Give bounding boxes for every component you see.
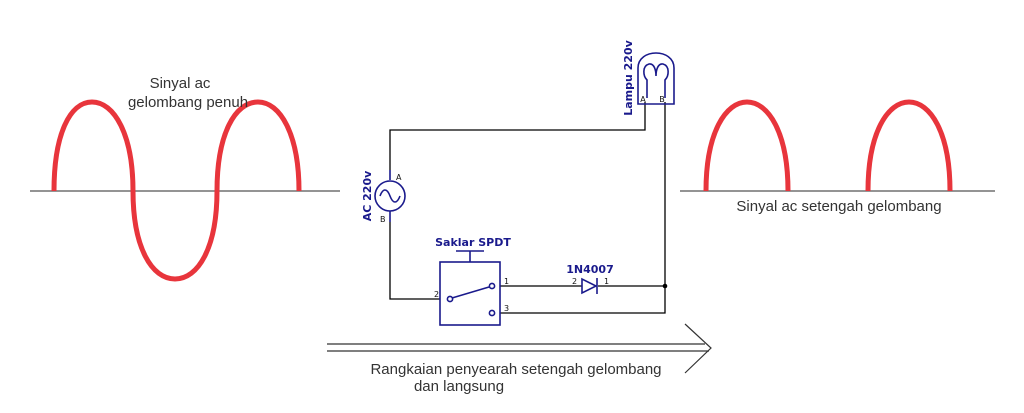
source-label: AC 220v bbox=[361, 170, 374, 221]
caption-line1: Rangkaian penyearah setengah gelombang bbox=[370, 361, 661, 378]
diode-pin-2: 2 bbox=[572, 277, 577, 286]
switch-pin-2: 2 bbox=[434, 290, 439, 299]
lamp-bulb-outline bbox=[637, 52, 675, 105]
switch-common-contact bbox=[446, 295, 454, 303]
half-wave-curve-1 bbox=[703, 99, 791, 192]
wire-lamp-b-to-switch-3 bbox=[500, 102, 666, 314]
wire-source-to-switch-2 bbox=[389, 222, 440, 300]
source-pin-b: B bbox=[380, 215, 386, 224]
full-wave-label-line2: gelombang penuh bbox=[128, 94, 248, 111]
switch-contact-1 bbox=[488, 282, 496, 290]
junction-dot bbox=[662, 283, 668, 289]
arrow-head bbox=[684, 323, 712, 374]
sine-icon bbox=[379, 189, 401, 203]
lamp-filament bbox=[643, 63, 669, 98]
ac-source: A B AC 220v bbox=[361, 170, 406, 224]
spdt-switch: 2 1 3 Saklar SPDT bbox=[434, 236, 511, 326]
full-wave-signal: Sinyal ac gelombang penuh bbox=[30, 75, 340, 282]
caption-line2: dan langsung bbox=[414, 378, 504, 395]
half-wave-signal: Sinyal ac setengah gelombang bbox=[680, 99, 995, 215]
circuit-wires bbox=[389, 102, 668, 314]
switch-pin-3: 3 bbox=[504, 304, 509, 313]
lamp-label: Lampu 220v bbox=[622, 39, 635, 115]
half-wave-curve-2 bbox=[865, 99, 953, 192]
full-wave-label-line1: Sinyal ac bbox=[150, 75, 211, 92]
lamp-pin-b: B bbox=[659, 95, 665, 104]
switch-label: Saklar SPDT bbox=[435, 236, 511, 249]
lamp: A B Lampu 220v bbox=[622, 39, 675, 116]
switch-contact-3 bbox=[488, 309, 496, 317]
full-wave-curve bbox=[51, 99, 302, 282]
diode-label: 1N4007 bbox=[566, 263, 613, 276]
switch-pin-1: 1 bbox=[504, 277, 509, 286]
diode-pin-1: 1 bbox=[604, 277, 609, 286]
lamp-pin-a: A bbox=[640, 95, 646, 104]
half-wave-label: Sinyal ac setengah gelombang bbox=[736, 198, 941, 215]
wire-source-to-lamp-a bbox=[389, 102, 646, 170]
switch-lever bbox=[451, 286, 490, 299]
source-pin-a: A bbox=[396, 173, 402, 182]
flow-arrow bbox=[327, 323, 712, 374]
diode-triangle bbox=[581, 277, 598, 295]
diode: 2 1 1N4007 bbox=[566, 263, 614, 295]
